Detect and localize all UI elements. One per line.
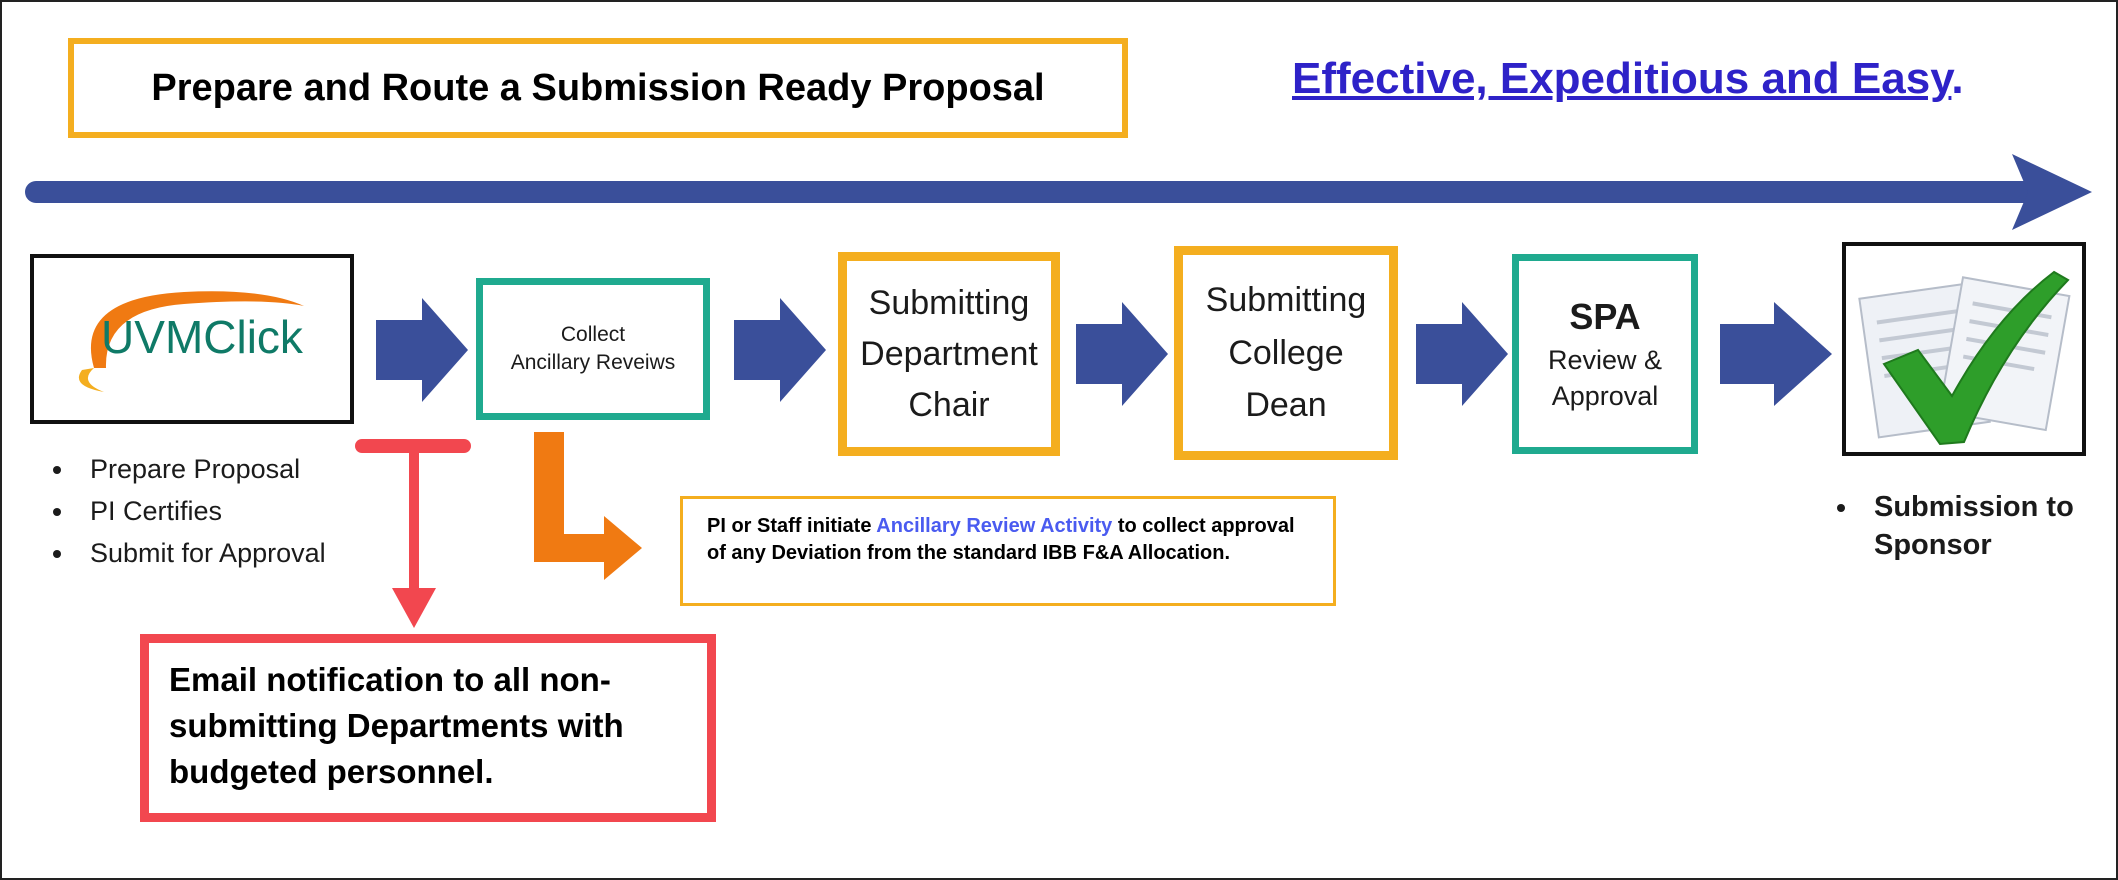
flow-arrow-4	[1416, 302, 1508, 406]
step-dept-line2: Department	[860, 334, 1038, 373]
submission-bullet-list: Submission to Sponsor	[1832, 488, 2102, 588]
uvmclick-logo-box	[30, 254, 354, 424]
step-college-line2: College	[1228, 333, 1344, 372]
bullet-prepare-proposal: Prepare Proposal	[76, 448, 362, 490]
timeline-arrow	[25, 154, 2092, 230]
flow-arrow-3	[1076, 302, 1168, 406]
uvmclick-bullet-list: Prepare Proposal PI Certifies Submit for…	[42, 448, 362, 578]
flow-arrow-1	[376, 298, 468, 402]
step-department-chair: Submitting Department Chair	[838, 252, 1060, 456]
uvmclick-logo-text: UVMClick	[101, 311, 303, 363]
note-highlight-link[interactable]: Ancillary Review Activity	[876, 515, 1113, 537]
ancillary-note-box: PI or Staff initiate Ancillary Review Ac…	[680, 496, 1336, 606]
step-spa-line2: Review &	[1547, 344, 1663, 375]
step-spa-line3: Approval	[1551, 381, 1659, 412]
step-dept-line1: Submitting	[868, 283, 1030, 322]
tagline: Effective, Expeditious and Easy.	[1292, 54, 2012, 114]
step-collect-line1: Collect	[560, 322, 626, 346]
flow-arrow-2	[734, 298, 826, 402]
bullet-pi-certifies: PI Certifies	[76, 490, 362, 532]
step-college-line1: Submitting	[1205, 280, 1367, 319]
step-dept-line3: Chair	[908, 385, 990, 424]
bullet-submit-for-approval: Submit for Approval	[76, 532, 362, 574]
title-box: Prepare and Route a Submission Ready Pro…	[68, 38, 1128, 138]
bullet-submission-to-sponsor: Submission to Sponsor	[1860, 488, 2102, 564]
step-college-dean: Submitting College Dean	[1174, 246, 1398, 460]
step-college-line3: Dean	[1245, 386, 1327, 425]
flow-arrow-5	[1720, 302, 1832, 406]
note-suffix: to collect approval of any Deviation fro…	[707, 515, 1295, 564]
documents-checkmark-icon	[1858, 270, 2071, 446]
page-title: Prepare and Route a Submission Ready Pro…	[151, 66, 1045, 109]
tagline-period: .	[1951, 54, 1964, 103]
logo-swoosh-icon	[78, 291, 304, 392]
step-spa-review: SPA Review & Approval	[1512, 254, 1698, 454]
ancillary-arrow	[534, 432, 642, 580]
step-collect-line2: Ancillary Reveiws	[510, 351, 676, 374]
email-notification-box: Email notification to all non-submitting…	[140, 634, 716, 822]
email-arrow	[355, 439, 471, 628]
step-collect-ancillary-reviews: Collect Ancillary Reveiws	[476, 278, 710, 420]
step-spa-line1: SPA	[1569, 296, 1641, 338]
tagline-link[interactable]: Effective, Expeditious and Easy	[1292, 54, 1952, 103]
email-notification-text: Email notification to all non-submitting…	[169, 661, 624, 790]
note-prefix: PI or Staff initiate	[707, 515, 877, 537]
submission-box	[1842, 242, 2086, 456]
